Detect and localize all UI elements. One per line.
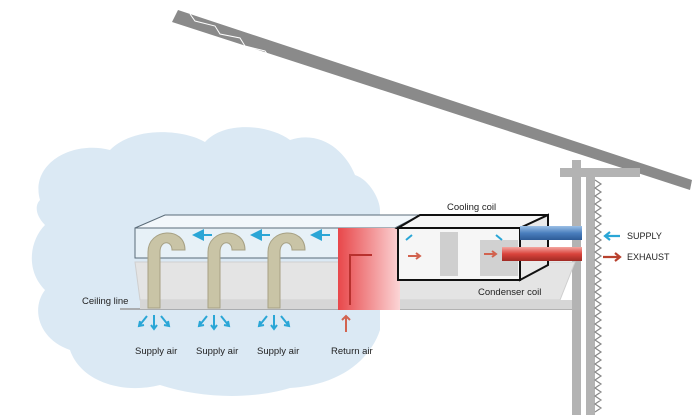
- supply-air-label-3: Supply air: [257, 346, 300, 357]
- supply-duct-top: [134, 214, 421, 229]
- return-air-box: [338, 228, 400, 310]
- supply-air-arrows-3: [257, 315, 291, 331]
- supply-outlet-2: [207, 232, 246, 309]
- supply-air-arrows-1: [137, 315, 171, 331]
- supply-air-label-2: Supply air: [196, 346, 239, 357]
- supply-pipe: [520, 226, 582, 240]
- exhaust-arrow: [603, 252, 622, 262]
- supply-label: SUPPLY: [627, 231, 662, 241]
- return-air-label: Return air: [331, 346, 373, 357]
- return-air-path: [349, 254, 372, 305]
- handler-cold-arrows: [405, 234, 503, 241]
- wall-outer: [586, 168, 595, 415]
- exhaust-pipe: [502, 247, 582, 261]
- handler-hot-arrows: [408, 250, 498, 260]
- return-air-arrow: [341, 314, 351, 332]
- supply-arrow: [603, 231, 620, 241]
- supply-outlet-1: [147, 232, 186, 309]
- supply-outlet-3: [267, 232, 306, 309]
- wall-inner: [572, 160, 581, 415]
- soffit: [560, 168, 640, 177]
- ceiling-line-label: Ceiling line: [82, 296, 129, 307]
- cooling-coil-label: Cooling coil: [447, 202, 497, 213]
- exhaust-label: EXHAUST: [627, 252, 670, 262]
- cooling-coil: [440, 232, 458, 276]
- supply-air-arrows-2: [197, 315, 231, 331]
- roof: [172, 10, 692, 190]
- condenser-coil-label: Condenser coil: [478, 287, 542, 298]
- siding: [593, 179, 603, 413]
- supply-air-label-1: Supply air: [135, 346, 178, 357]
- roof-tiles: [189, 13, 546, 196]
